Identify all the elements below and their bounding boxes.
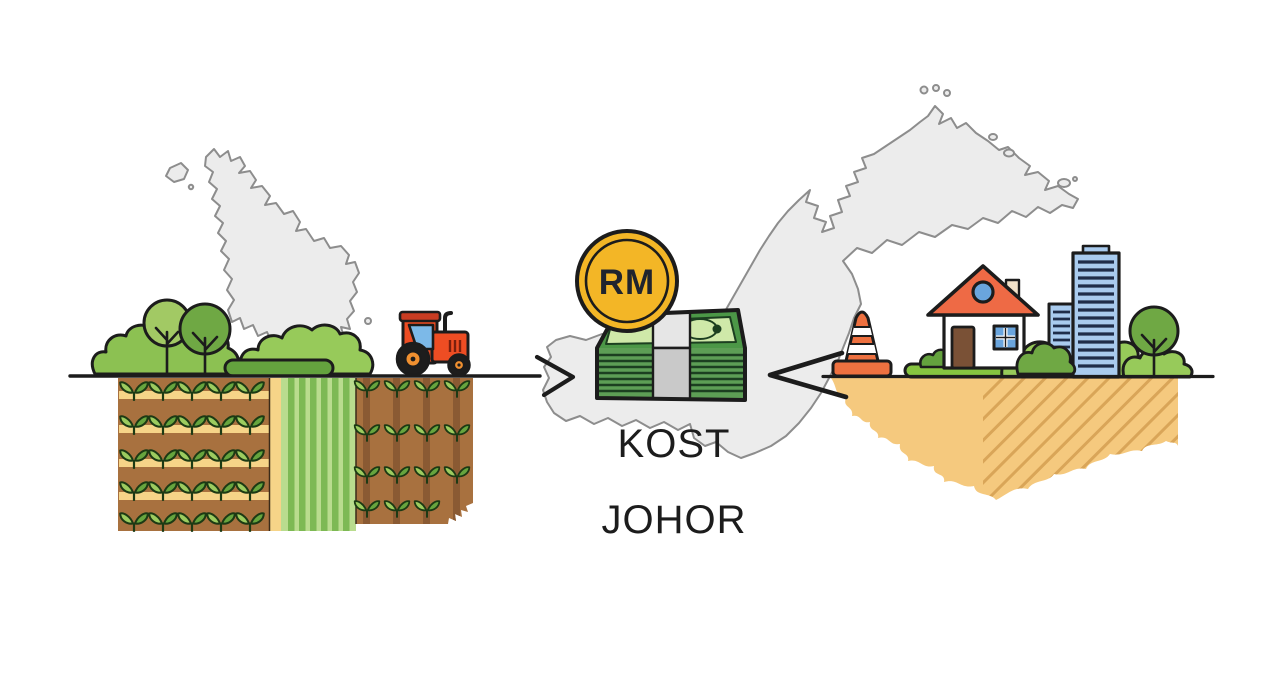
money-band: [651, 346, 692, 401]
round-tree-icon: [178, 302, 232, 376]
urban-scene: [821, 244, 1215, 500]
caption-kost: KOST: [618, 422, 731, 466]
arrow-pointing-left: [767, 350, 849, 400]
farm-scene: [68, 298, 542, 533]
house-icon: [919, 264, 1077, 376]
round-tree-icon: [1121, 305, 1194, 379]
round-window: [971, 280, 995, 304]
sandy-terrain: [831, 378, 1178, 500]
coin-label: RM: [599, 263, 655, 302]
banknote-stack-icon: [595, 308, 747, 402]
map-island: [165, 162, 189, 183]
door: [950, 325, 976, 370]
bush-icon: [1015, 341, 1077, 376]
rm-coin-icon: RM: [575, 229, 679, 333]
traffic-cone-icon: [831, 310, 893, 378]
tractor-icon: [395, 310, 471, 377]
skyscraper-tall-icon: [1071, 244, 1121, 379]
hedge-icon: [223, 358, 335, 378]
farmland-cross-section: [118, 378, 473, 533]
arrow-pointing-right: [534, 354, 576, 398]
caption-johor: JOHOR: [602, 498, 747, 542]
